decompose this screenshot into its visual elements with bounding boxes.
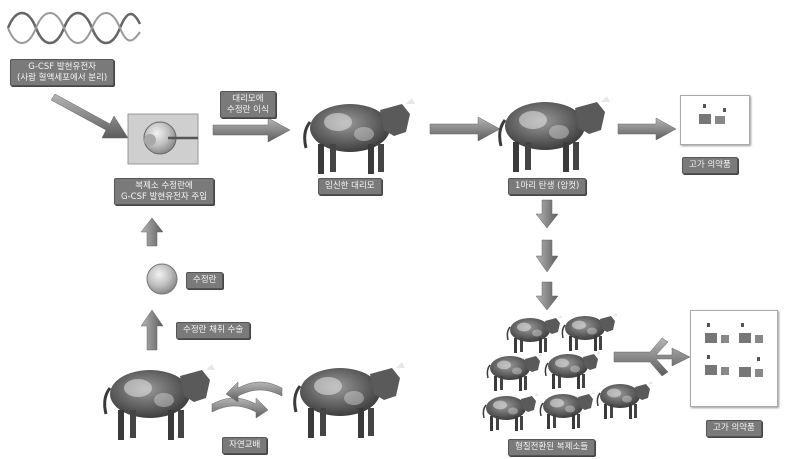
arrow-calf-to-product [618,118,676,140]
medicine-vials-icon [681,96,749,144]
embryo-collect-label: 수정란 채취 수술 [176,322,250,339]
injection-label-line1: 복제소 수정란에 [121,181,207,192]
dna-helix-icon [8,13,140,43]
embryo-label-text: 수정란 [193,275,216,286]
transfer-label-line2: 수정란 이식 [227,105,269,116]
arrow-down-3 [536,282,558,310]
arrow-surrogate-to-calf [430,117,500,141]
product-large-label: 고가 의약품 [706,420,762,437]
product-small-label: 고가 의약품 [682,157,738,174]
mating-cow-left-image [105,364,215,440]
natural-mating-label: 자연교배 [222,437,267,454]
first-birth-label-text: 1마리 탄생 (암컷) [515,181,579,192]
herd-label-text: 형질전환된 복제소들 [515,442,588,453]
arrow-herd-to-products [614,338,690,376]
herd-label: 형질전환된 복제소들 [508,439,595,456]
cloned-cow-herd-image [483,313,652,431]
arrow-injection-to-surrogate [213,118,290,142]
arrow-embryo-to-injection [141,218,163,246]
arrow-gene-to-injection [51,94,128,138]
mating-exchange-arrows-icon [212,382,282,418]
product-panel-small [680,95,750,145]
embryo-collect-label-text: 수정란 채취 수술 [183,325,243,336]
first-calf-cow-image [500,96,610,172]
first-birth-label: 1마리 탄생 (암컷) [508,178,586,195]
mating-cow-right-image [295,362,405,438]
surrogate-cow-image [305,98,415,174]
surrogate-label: 임신한 대리모 [318,178,382,195]
transfer-label: 대리모에 수정란 이식 [220,91,276,118]
natural-mating-label-text: 자연교배 [229,440,260,451]
product-small-label-text: 고가 의약품 [689,160,731,171]
arrow-down-1 [536,200,558,228]
injection-label-line2: G-CSF 발현유전자 주입 [121,192,207,203]
microinjection-dish-icon [128,114,198,164]
surrogate-label-text: 임신한 대리모 [325,181,375,192]
medicine-vials-icon [691,311,777,406]
embryo-cell-icon [147,264,177,294]
injection-label: 복제소 수정란에 G-CSF 발현유전자 주입 [114,178,214,205]
product-large-label-text: 고가 의약품 [713,423,755,434]
product-panel-large [690,310,778,407]
arrow-cows-to-embryo [141,310,163,350]
arrow-down-2 [536,240,558,272]
gene-label: G-CSF 발현유전자 (사람 혈액세포에서 분리) [10,59,114,86]
gene-label-line1: G-CSF 발현유전자 [17,62,107,73]
gene-label-line2: (사람 혈액세포에서 분리) [17,73,107,84]
embryo-label: 수정란 [186,272,223,289]
transfer-label-line1: 대리모에 [227,94,269,105]
